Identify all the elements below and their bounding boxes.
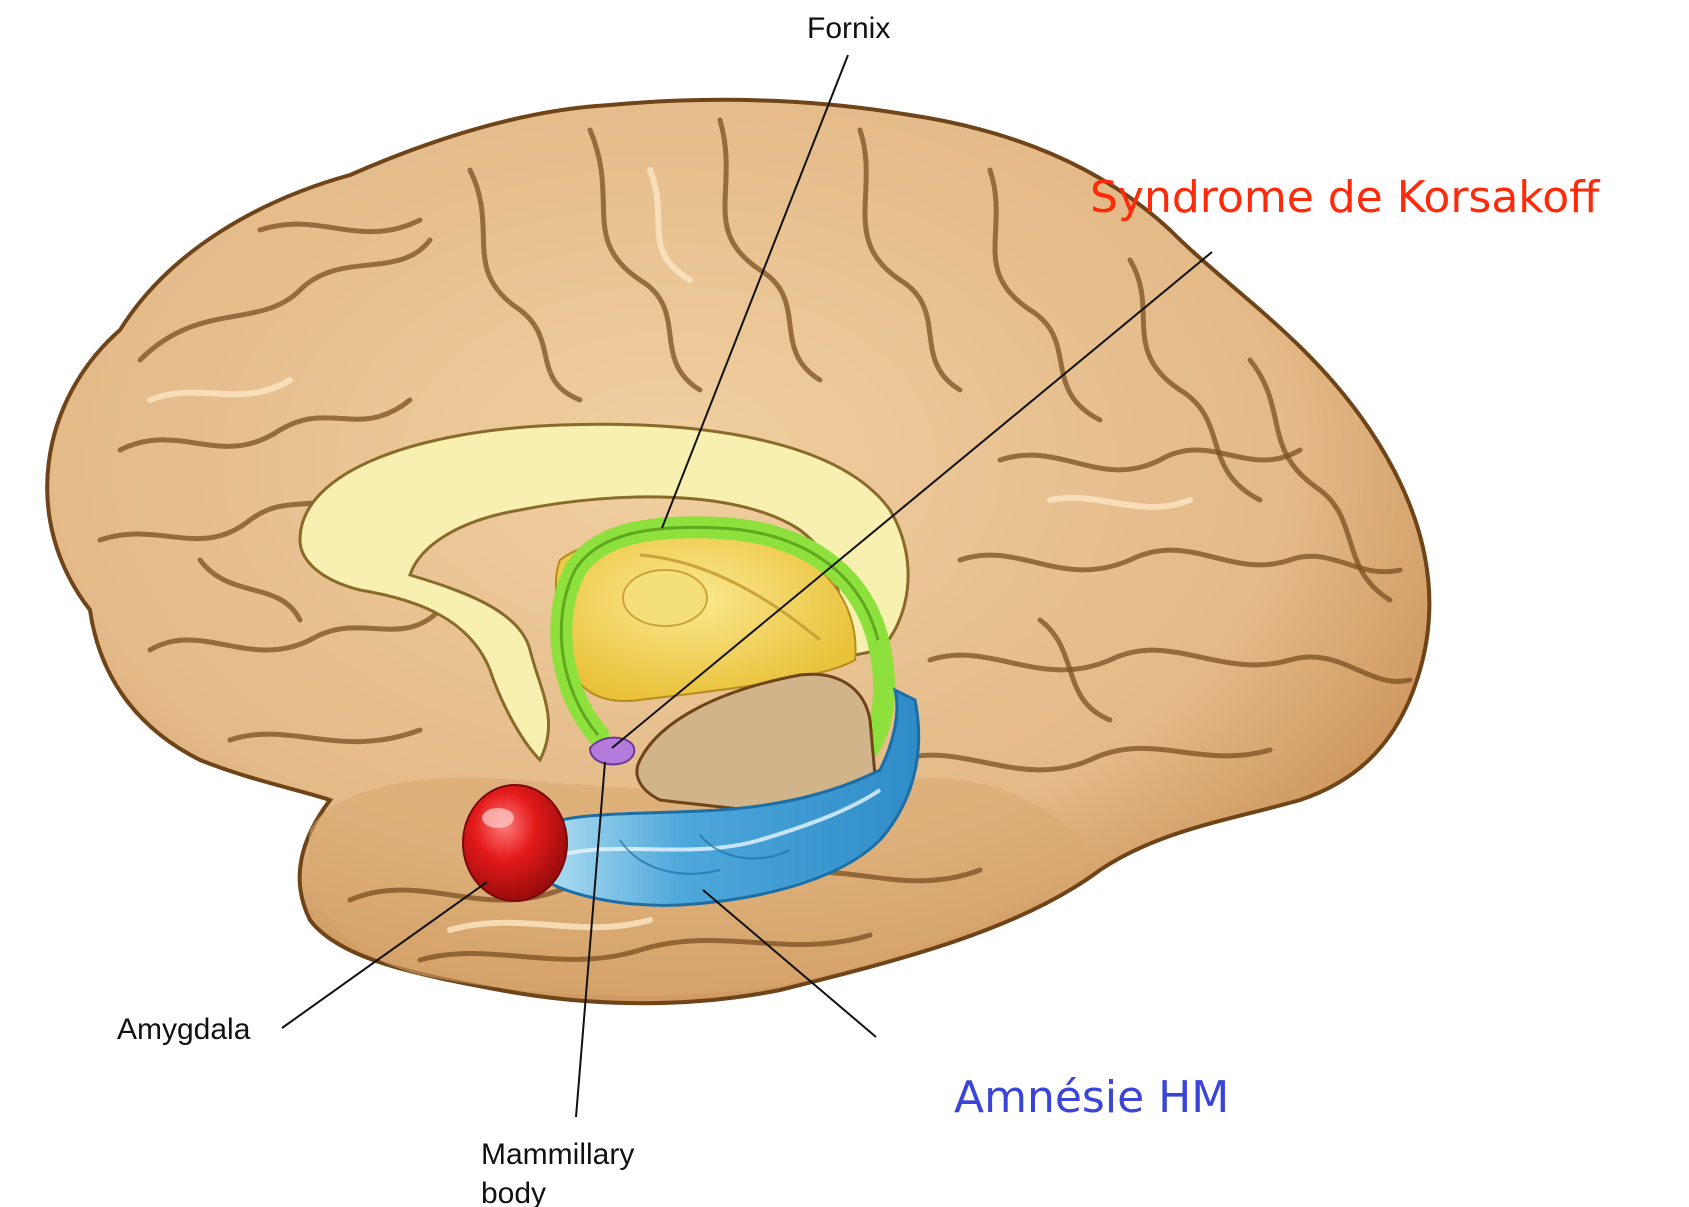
amygdala-label: Amygdala xyxy=(117,1013,251,1046)
mammillary-label-line2: body xyxy=(481,1177,546,1207)
korsakoff-label: Syndrome de Korsakoff xyxy=(1090,172,1601,223)
thalamus-nucleus xyxy=(623,570,707,626)
mammillary-label-line1: Mammillary xyxy=(481,1138,634,1171)
amygdala xyxy=(463,785,567,901)
amnesie-hm-label: Amnésie HM xyxy=(954,1072,1229,1123)
mammillary-body xyxy=(590,738,634,765)
fornix-label: Fornix xyxy=(807,12,890,45)
